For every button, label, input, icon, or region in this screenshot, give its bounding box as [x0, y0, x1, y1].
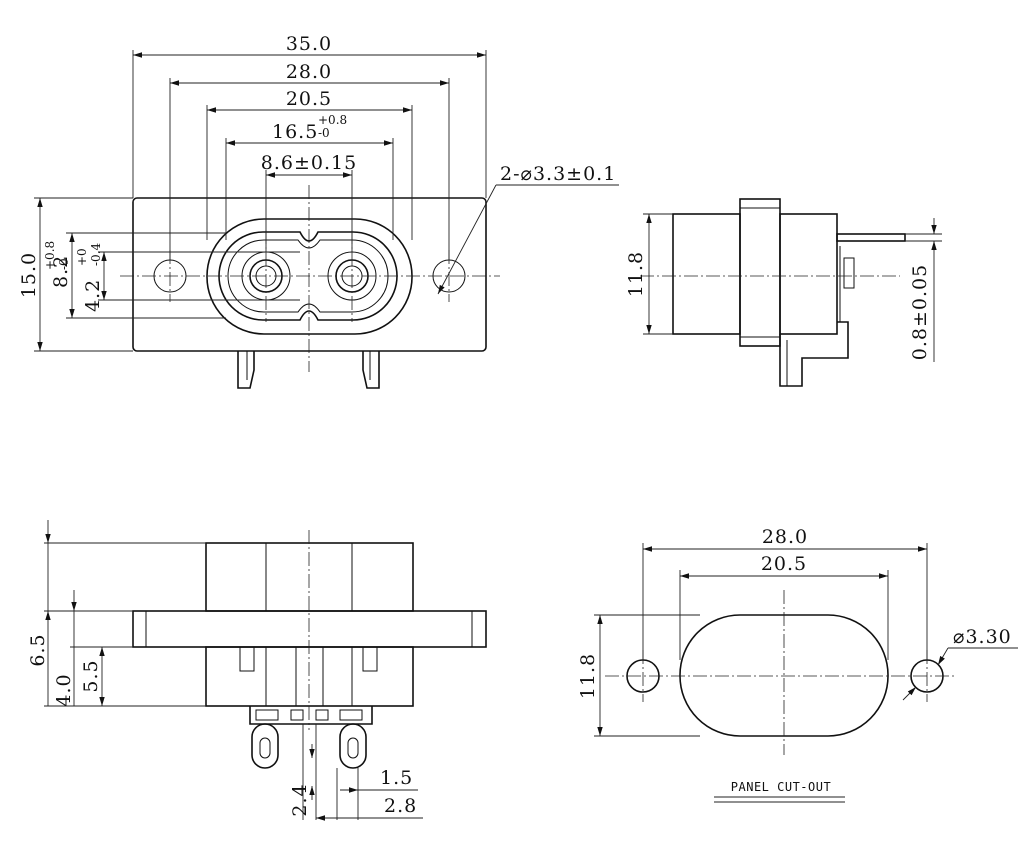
dim-slot-h-tol-up: +0.8 [43, 241, 57, 270]
side-flange [739, 198, 781, 347]
dim-total-height: 6.5 [27, 633, 49, 666]
dim-body-height: 4.0 [53, 673, 75, 706]
dim-below-height: 5.5 [80, 659, 102, 692]
dim-tab-thickness: 0.8±0.05 [909, 264, 931, 360]
dim-cutout-slot-width: 20.5 [761, 553, 807, 575]
dim-body-width: 20.5 [286, 88, 332, 110]
dim-pin-height: 2.4 [289, 783, 311, 816]
dim-cutout-hole-spacing: 28.0 [762, 526, 808, 548]
dim-pin-width: 1.5 [380, 767, 413, 789]
bottom-pin-base [249, 706, 373, 725]
front-view: 35.0 28.0 20.5 16.5 +0.8 -0 8.6±0.15 2-⌀… [18, 33, 619, 389]
socket-body-outline [206, 218, 413, 335]
front-flange [132, 197, 487, 352]
bottom-right-pin [339, 723, 367, 769]
bottom-lower-body [205, 646, 414, 707]
front-right-tab [362, 351, 380, 389]
dim-slot-h-tol-down: -0 [57, 258, 71, 270]
dim-slot-tol-up: +0.8 [318, 113, 347, 127]
side-terminal-blade [836, 233, 906, 242]
bottom-flange [132, 610, 487, 648]
dim-slot-width: 16.5 [272, 121, 318, 143]
panel-cutout-view: 28.0 20.5 11.8 ⌀3.30 PANEL CUT-OUT [577, 526, 1018, 803]
dim-hole-spacing: 28.0 [286, 61, 332, 83]
cutout-title: PANEL CUT-OUT [731, 780, 831, 794]
bottom-left-pin [251, 723, 279, 769]
dim-pin-spacing: 8.6±0.15 [261, 152, 357, 174]
side-body [672, 213, 741, 335]
dim-side-height: 11.8 [625, 251, 647, 297]
bottom-view: 6.5 4.0 5.5 1.5 2.8 2.4 [27, 520, 487, 821]
dim-slot-height: 8.2 [50, 255, 72, 288]
side-view: 11.8 0.8±0.05 [625, 198, 942, 387]
dim-slot-tol-down: -0 [318, 126, 330, 140]
dim-neck-height: 4.2 [82, 279, 104, 312]
dim-cutout-height: 11.8 [577, 653, 599, 699]
socket-slot-outline [218, 231, 398, 321]
front-left-tab [237, 351, 255, 389]
dim-holes: 2-⌀3.3±0.1 [500, 163, 616, 185]
bottom-top-body [205, 542, 414, 612]
dim-cutout-hole: ⌀3.30 [953, 626, 1012, 648]
side-rear-body [779, 213, 838, 335]
dim-neck-tol-down: -0.4 [89, 242, 103, 266]
dim-neck-tol-up: +0 [75, 248, 89, 266]
dim-height: 15.0 [18, 252, 40, 298]
side-bottom-tab [779, 321, 849, 387]
dim-width: 35.0 [286, 33, 332, 55]
dim-pin-pitch: 2.8 [384, 795, 417, 817]
